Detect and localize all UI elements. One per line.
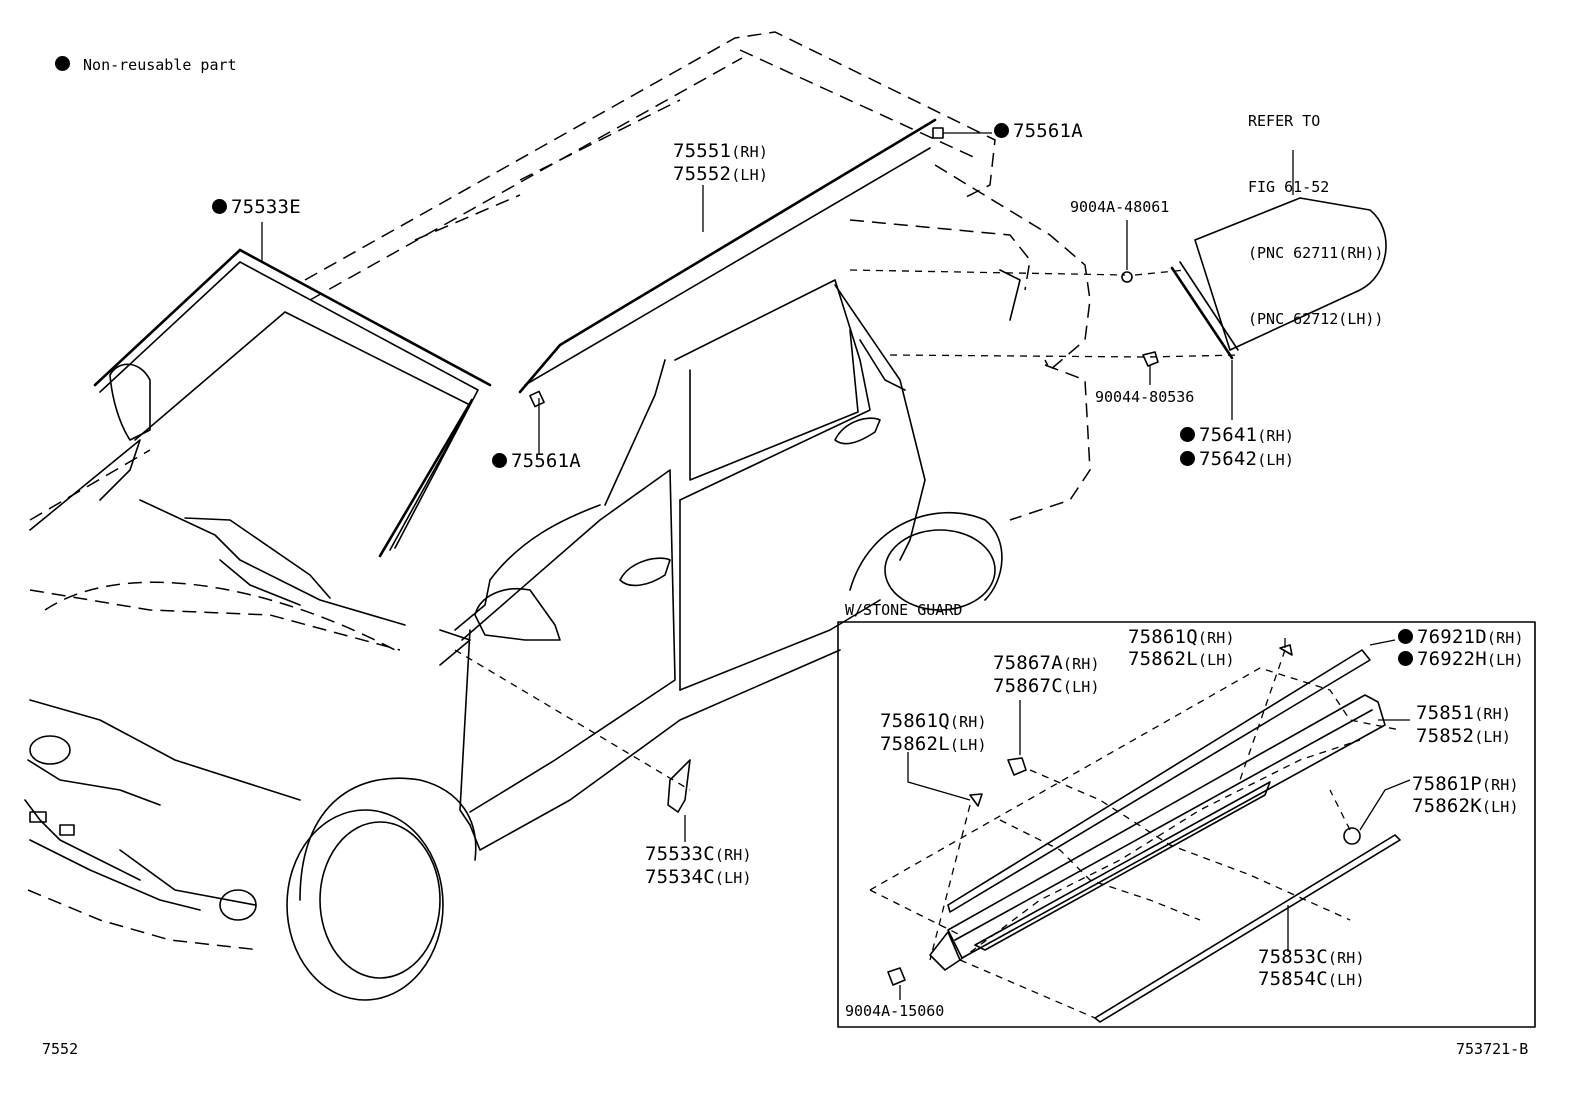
part-number: 75552	[673, 163, 732, 185]
side-rh: (RH)	[1474, 705, 1512, 723]
part-number: 75561A	[511, 450, 581, 472]
part-75862k: 75862K(LH)	[1412, 797, 1519, 816]
part-number: 75862L	[1128, 648, 1198, 670]
refer-line-4: (PNC 62712(LH))	[1248, 310, 1384, 328]
vehicle-illustration	[24, 31, 1387, 1001]
part-75854c: 75854C(LH)	[1258, 970, 1365, 989]
part-number: 75861Q	[880, 710, 950, 732]
side-lh: (LH)	[1062, 678, 1100, 696]
part-number: 75861Q	[1128, 626, 1198, 648]
side-lh: (LH)	[1197, 651, 1235, 669]
part-number: 75861P	[1412, 773, 1482, 795]
non-reusable-dot-icon	[994, 123, 1009, 138]
side-rh: (RH)	[1486, 629, 1524, 647]
part-75533c: 75533C(RH)	[645, 845, 752, 864]
stone-guard-inset	[837, 621, 1536, 1028]
part-number: 75551	[673, 140, 732, 162]
part-75561a-top: 75561A	[994, 122, 1083, 141]
side-rh: (RH)	[1481, 776, 1519, 794]
side-lh: (LH)	[1257, 451, 1295, 469]
part-75551: 75551(RH)	[673, 142, 768, 161]
part-75534c: 75534C(LH)	[645, 868, 752, 887]
side-lh: (LH)	[949, 736, 987, 754]
part-number: 75533C	[645, 843, 715, 865]
side-rh: (RH)	[1327, 949, 1365, 967]
part-number: 75642	[1199, 448, 1258, 470]
part-75862l-a: 75862L(LH)	[1128, 650, 1235, 669]
non-reusable-dot-icon	[212, 199, 227, 214]
side-rh: (RH)	[1197, 629, 1235, 647]
part-75641: 75641(RH)	[1180, 426, 1294, 445]
part-75853c: 75853C(RH)	[1258, 948, 1365, 967]
part-number: 75534C	[645, 866, 715, 888]
part-number: 75851	[1416, 702, 1475, 724]
part-75867c: 75867C(LH)	[993, 677, 1100, 696]
part-75861p: 75861P(RH)	[1412, 775, 1519, 794]
side-lh: (LH)	[1486, 651, 1524, 669]
inset-title: W/STONE GUARD	[845, 601, 963, 619]
side-lh: (LH)	[714, 869, 752, 887]
non-reusable-dot-icon	[492, 453, 507, 468]
part-75862l-b: 75862L(LH)	[880, 735, 987, 754]
side-rh: (RH)	[714, 846, 752, 864]
part-9004a-48061: 9004A-48061	[1070, 198, 1170, 216]
refer-line-1: REFER TO	[1248, 112, 1321, 130]
part-9004a-15060: 9004A-15060	[845, 1002, 945, 1020]
non-reusable-dot-icon	[1398, 651, 1413, 666]
part-75861q-a: 75861Q(RH)	[1128, 628, 1235, 647]
non-reusable-dot-icon	[55, 56, 70, 71]
part-75851: 75851(RH)	[1416, 704, 1511, 723]
part-number: 75854C	[1258, 968, 1328, 990]
part-90044-80536: 90044-80536	[1095, 388, 1195, 406]
side-rh: (RH)	[1257, 427, 1295, 445]
legend-text: Non-reusable part	[83, 56, 237, 74]
part-number: 75862K	[1412, 795, 1482, 817]
side-lh: (LH)	[731, 166, 769, 184]
part-number: 75852	[1416, 725, 1475, 747]
refer-line-2: FIG 61-52	[1248, 178, 1330, 196]
part-number: 75862L	[880, 733, 950, 755]
part-75642: 75642(LH)	[1180, 450, 1294, 469]
part-75561a-mid: 75561A	[492, 452, 581, 471]
side-lh: (LH)	[1481, 798, 1519, 816]
part-76922h: 76922H(LH)	[1398, 650, 1524, 669]
refer-note: REFER TO FIG 61-52 (PNC 62711(RH)) (PNC …	[1248, 66, 1383, 352]
part-75852: 75852(LH)	[1416, 727, 1511, 746]
legend: Non-reusable part	[55, 56, 237, 73]
part-75533e: 75533E	[212, 198, 301, 217]
part-75867a: 75867A(RH)	[993, 654, 1100, 673]
part-number: 75867C	[993, 675, 1063, 697]
non-reusable-dot-icon	[1398, 629, 1413, 644]
part-number: 75867A	[993, 652, 1063, 674]
footer-left-code: 7552	[42, 1040, 79, 1058]
part-number: 75641	[1199, 424, 1258, 446]
leader-lines	[261, 132, 1294, 842]
non-reusable-dot-icon	[1180, 427, 1195, 442]
side-lh: (LH)	[1327, 971, 1365, 989]
part-number: 75533E	[231, 196, 301, 218]
part-76921d: 76921D(RH)	[1398, 628, 1524, 647]
part-number: 75853C	[1258, 946, 1328, 968]
side-rh: (RH)	[731, 143, 769, 161]
part-number: 76922H	[1417, 648, 1487, 670]
refer-line-3: (PNC 62711(RH))	[1248, 244, 1384, 262]
part-number: 76921D	[1417, 626, 1487, 648]
part-number: 75561A	[1013, 120, 1083, 142]
part-75552: 75552(LH)	[673, 165, 768, 184]
non-reusable-dot-icon	[1180, 451, 1195, 466]
side-lh: (LH)	[1474, 728, 1512, 746]
part-75861q-b: 75861Q(RH)	[880, 712, 987, 731]
side-rh: (RH)	[1062, 655, 1100, 673]
footer-right-code: 753721-B	[1456, 1040, 1529, 1058]
side-rh: (RH)	[949, 713, 987, 731]
